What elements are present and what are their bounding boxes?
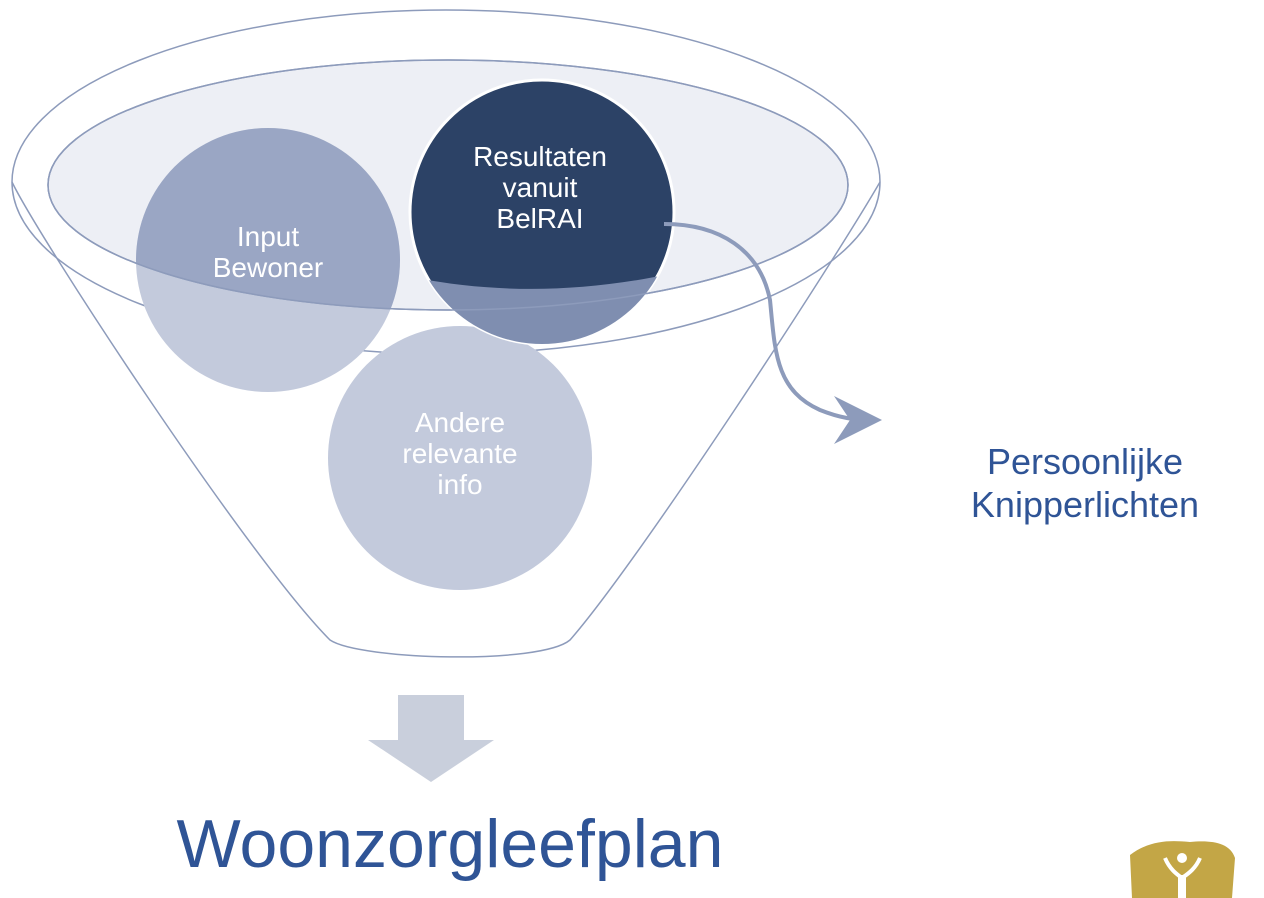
- circle-input-overlap: [136, 128, 400, 310]
- emblem-logo-icon: [1130, 841, 1235, 898]
- connector-arrow: [663, 222, 882, 444]
- bottom-title: Woonzorgleefplan: [176, 806, 724, 882]
- down-arrow: [368, 695, 494, 782]
- side-label-knipperlichten: Persoonlijke Knipperlichten: [970, 441, 1200, 526]
- circle-andere-info: [328, 326, 592, 590]
- funnel-inner-rim-line: [47, 59, 849, 311]
- circle-label-input: Input Bewoner: [212, 221, 324, 283]
- funnel-body: [11, 181, 881, 658]
- circle-label-other: Andere relevante info: [402, 407, 518, 500]
- circle-label-results: Resultaten vanuit BelRAI: [473, 141, 607, 234]
